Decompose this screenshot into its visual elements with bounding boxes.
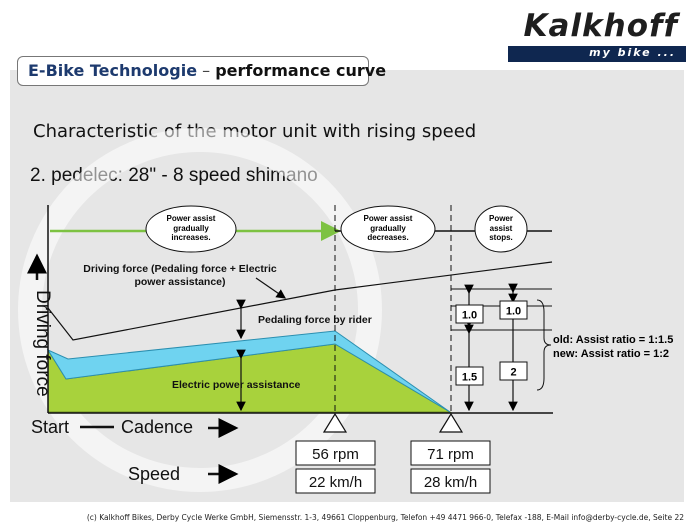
bubble-increase <box>145 205 237 253</box>
bubble-increase-text-wrap: Power assist gradually increases. <box>166 214 216 242</box>
cadence-box-71 <box>410 440 491 466</box>
bubble-stops-text: Power assist stops. <box>488 214 513 242</box>
cadence-box-56 <box>295 440 376 466</box>
driving-force-annotation-wrap: Driving force (Pedaling force + Electric… <box>83 263 277 288</box>
speed-value-28: 28 km/h <box>424 474 477 491</box>
ratio-old-assist: 1.5 <box>462 372 477 384</box>
logo-wordmark: Kalkhoff <box>523 8 678 44</box>
speed-box-28 <box>410 468 491 494</box>
pedaling-force-area <box>46 330 451 413</box>
cadence-value-56: 56 rpm <box>312 446 359 463</box>
marker-triangle-71 <box>438 412 464 433</box>
ratio-brace <box>536 299 552 391</box>
marker-triangle-56 <box>322 412 348 433</box>
bubble-decrease-text-wrap: Power assist gradually decreases. <box>363 214 413 242</box>
title-main: E-Bike Technologie <box>28 61 198 80</box>
cadence-value-71: 71 rpm <box>427 446 474 463</box>
pedaling-force-label: Pedaling force by rider <box>258 314 372 326</box>
ratio-old-pedal: 1.0 <box>462 310 477 322</box>
electric-power-label: Electric power assistance <box>172 379 301 391</box>
kalkhoff-logo: Kalkhoff my bike ... <box>508 6 686 62</box>
bubble-decrease-text: Power assist gradually decreases. <box>363 214 413 242</box>
logo-tagline: my bike ... <box>589 46 676 59</box>
x-start-label: Start <box>31 417 69 437</box>
title-separator: – <box>197 61 216 80</box>
speed-label: Speed <box>128 464 180 484</box>
footer: (c) Kalkhoff Bikes, Derby Cycle Werke Gm… <box>86 513 684 522</box>
slide-subtitle: Characteristic of the motor unit with ri… <box>33 121 477 142</box>
bubble-stops-text-wrap: Power assist stops. <box>488 214 513 242</box>
driving-force-annotation: Driving force (Pedaling force + Electric… <box>83 263 277 288</box>
ratio-note-old: old: Assist ratio = 1:1.5 <box>553 334 673 346</box>
logo-bar <box>508 46 686 62</box>
ratio-box-old-assist <box>455 366 484 386</box>
driving-force-pointer <box>255 277 286 299</box>
watermark-circle <box>18 128 382 492</box>
ratio-new-pedal: 1.0 <box>506 306 521 318</box>
ratio-box-old-pedal <box>455 304 484 324</box>
content-panel <box>10 70 684 502</box>
ratio-box-new-assist <box>499 361 528 381</box>
speed-box-22 <box>295 468 376 494</box>
title-sub: performance curve <box>215 61 387 80</box>
y-axis-label: Driving force <box>32 290 53 397</box>
ratio-note-new: new: Assist ratio = 1:2 <box>553 348 669 360</box>
bubble-stops <box>474 205 528 253</box>
x-axis-label: Cadence <box>121 417 193 437</box>
slide-title: E-Bike Technologie – performance curve <box>17 56 386 86</box>
bubble-decrease <box>340 205 436 253</box>
ratio-new-assist: 2 <box>510 367 516 379</box>
ratio-box-new-pedal <box>499 300 528 320</box>
driving-force-curve <box>47 261 553 341</box>
speed-value-22: 22 km/h <box>309 474 362 491</box>
bubble-increase-text: Power assist gradually increases. <box>166 214 216 242</box>
y-axis-label-group: Driving force <box>32 290 53 397</box>
